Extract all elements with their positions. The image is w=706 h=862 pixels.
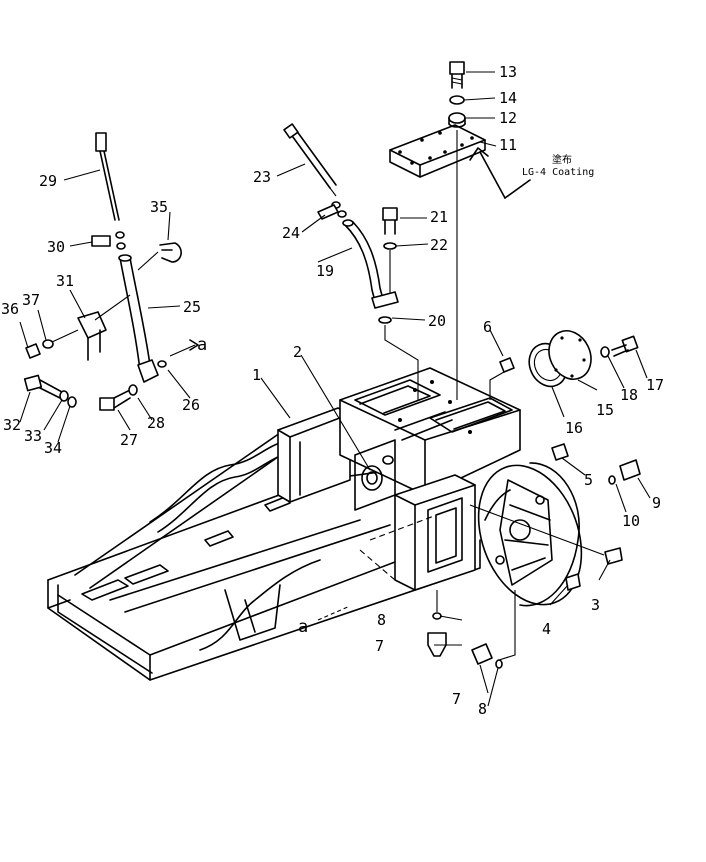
callout-30: 30 [47,238,65,256]
callout-31: 31 [56,272,74,290]
callout-11: 11 [499,136,517,154]
front-cover [477,462,583,607]
callout-19: 19 [316,262,334,280]
callout-27: 27 [120,431,138,449]
callout-8-upper: 8 [377,611,386,629]
reference-mark-a-lower: a [298,617,308,637]
callout-10: 10 [622,512,640,530]
callout-25: 25 [183,298,201,316]
main-case [47,367,521,681]
callout-15: 15 [596,401,614,419]
dipstick-assembly [23,132,199,411]
callout-34: 34 [44,439,62,457]
callout-5: 5 [584,471,593,489]
callout-20: 20 [428,312,446,330]
coating-leader-2 [504,179,531,199]
coating-arrow [469,147,489,161]
callout-23: 23 [253,168,271,186]
callout-7-upper: 7 [375,637,384,655]
ref-a-lower-line [317,605,351,621]
callout-17: 17 [646,376,664,394]
top-cover [389,124,486,178]
callout-12: 12 [499,109,517,127]
callout-4: 4 [542,620,551,638]
breather-assembly [342,207,419,400]
callout-24: 24 [282,224,300,242]
callout-13: 13 [499,63,517,81]
callout-18: 18 [620,386,638,404]
callout-32: 32 [3,416,21,434]
callout-6: 6 [483,318,492,336]
callout-22: 22 [430,236,448,254]
coating-leader [479,151,506,199]
callout-9: 9 [652,494,661,512]
callout-37: 37 [22,291,40,309]
coating-note-jp: 塗布 [552,153,572,166]
callout-2: 2 [293,343,302,361]
callout-36: 36 [1,300,19,318]
coating-note: LG-4 Coating [522,167,594,178]
callout-labels: 1 2 3 4 5 6 7 7 8 8 9 10 11 12 13 14 15 … [1,63,664,718]
callout-7-lower: 7 [452,690,461,708]
callout-28: 28 [147,414,165,432]
callout-21: 21 [430,208,448,226]
callout-33: 33 [24,427,42,445]
callout-35: 35 [150,198,168,216]
bolt-13-stack [448,61,466,400]
callout-1: 1 [252,366,261,384]
reference-mark-a-upper: a [197,335,207,355]
leader-lines [19,71,651,707]
cover-15-assembly [427,330,641,669]
rod-23 [283,123,347,220]
callout-26: 26 [182,396,200,414]
callout-8-lower: 8 [478,700,487,718]
callout-3: 3 [591,596,600,614]
callout-16: 16 [565,419,583,437]
callout-29: 29 [39,172,57,190]
callout-14: 14 [499,89,517,107]
